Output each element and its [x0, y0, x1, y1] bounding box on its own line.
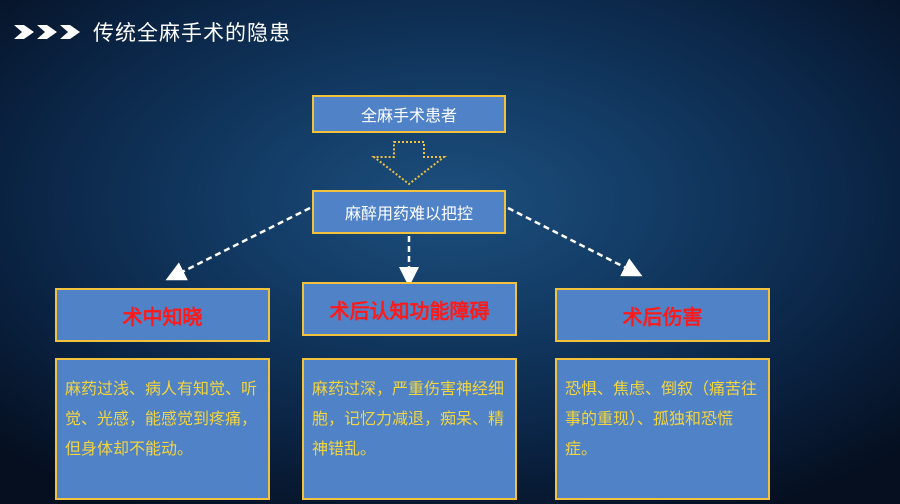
node-dosage-hard-to-control: 麻醉用药难以把控: [312, 190, 506, 234]
heading-postop-harm: 术后伤害: [555, 288, 770, 342]
detail-postop-harm: 恐惧、焦虑、倒叙（痛苦往事的重现）、孤独和恐慌症。: [555, 358, 770, 500]
node-general-anesthesia-patient: 全麻手术患者: [312, 95, 506, 133]
detail-intraop-awareness: 麻药过浅、病人有知觉、听觉、光感，能感觉到疼痛，但身体却不能动。: [55, 358, 270, 500]
heading-postop-cognitive-dysfunction: 术后认知功能障碍: [302, 282, 517, 336]
slide-title: 传统全麻手术的隐患: [93, 21, 291, 45]
block-arrow-down-icon: [371, 141, 447, 186]
arrow-to-intraop-awareness: [165, 206, 311, 281]
slide-title-bar: 传统全麻手术的隐患: [14, 16, 291, 48]
triple-chevron-icon: [14, 23, 83, 41]
detail-postop-cognitive-dysfunction: 麻药过深，严重伤害神经细胞，记忆力减退，痴呆、精神错乱。: [302, 358, 517, 500]
arrow-to-postop-harm: [507, 206, 643, 277]
heading-intraop-awareness: 术中知晓: [55, 288, 270, 342]
